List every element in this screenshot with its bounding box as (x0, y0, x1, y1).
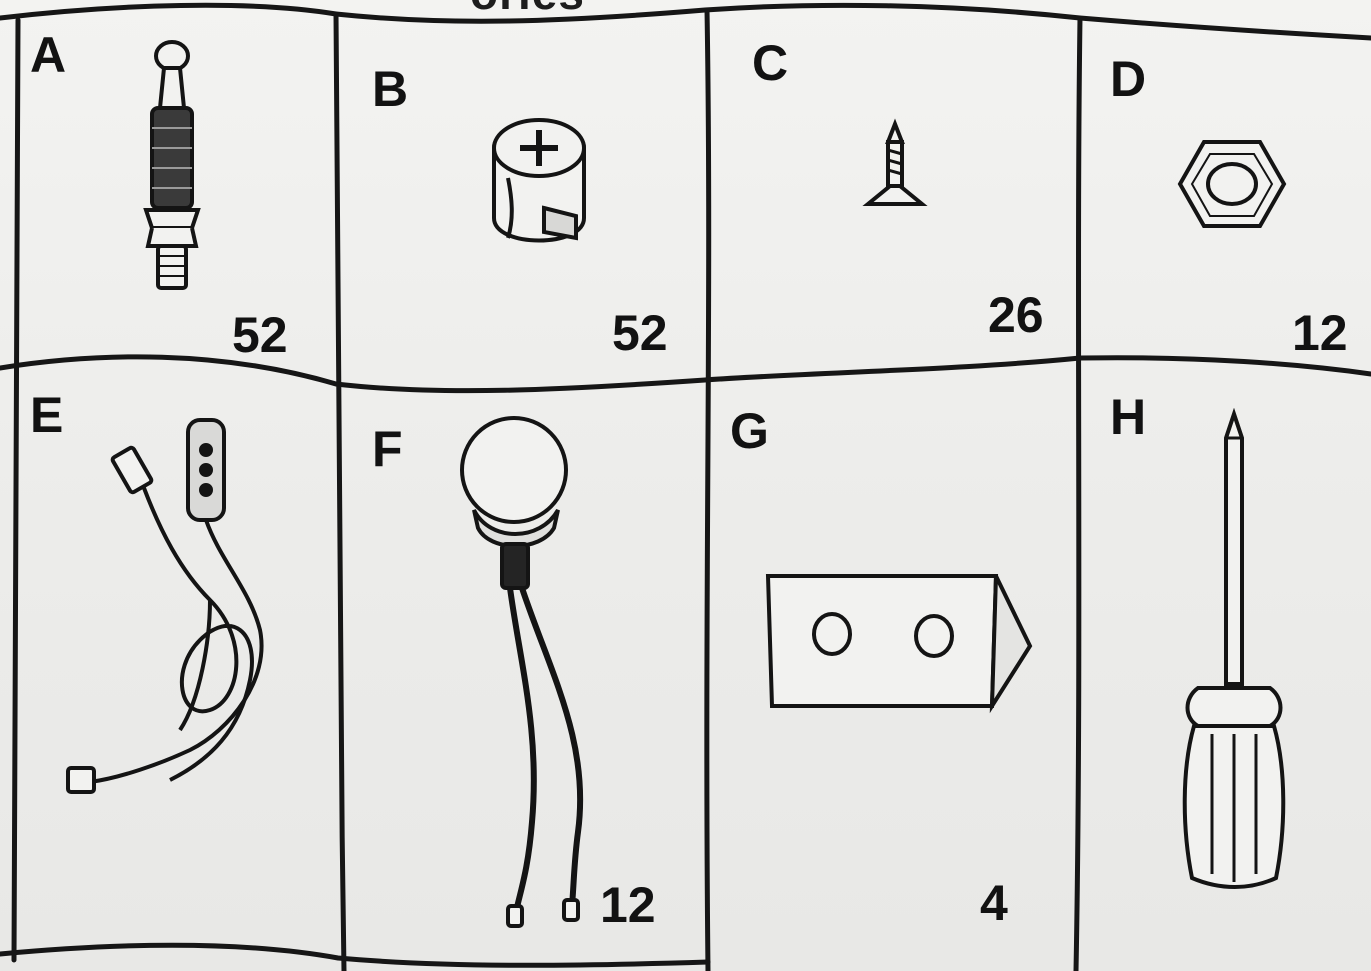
part-g-quantity: 4 (980, 878, 1008, 928)
cam-dowel-bolt-icon (130, 38, 210, 298)
led-bulb-with-wires-icon (450, 412, 600, 932)
usb-cable-with-switch-icon (60, 410, 280, 810)
part-a-quantity: 52 (232, 310, 288, 360)
part-e-letter: E (30, 390, 63, 440)
part-f-letter: F (372, 424, 403, 474)
wood-screw-icon (860, 118, 930, 218)
part-f-quantity: 12 (600, 880, 656, 930)
part-d-letter: D (1110, 54, 1146, 104)
corner-bracket-icon (760, 566, 1050, 726)
cam-lock-nut-icon (480, 108, 600, 258)
part-h-letter: H (1110, 392, 1146, 442)
part-c-letter: C (752, 38, 788, 88)
part-a-letter: A (30, 30, 66, 80)
part-g-letter: G (730, 406, 769, 456)
part-d-quantity: 12 (1292, 308, 1348, 358)
part-b-quantity: 52 (612, 308, 668, 358)
screwdriver-icon (1170, 408, 1300, 898)
part-c-quantity: 26 (988, 290, 1044, 340)
part-b-letter: B (372, 64, 408, 114)
hex-nut-icon (1172, 132, 1292, 242)
